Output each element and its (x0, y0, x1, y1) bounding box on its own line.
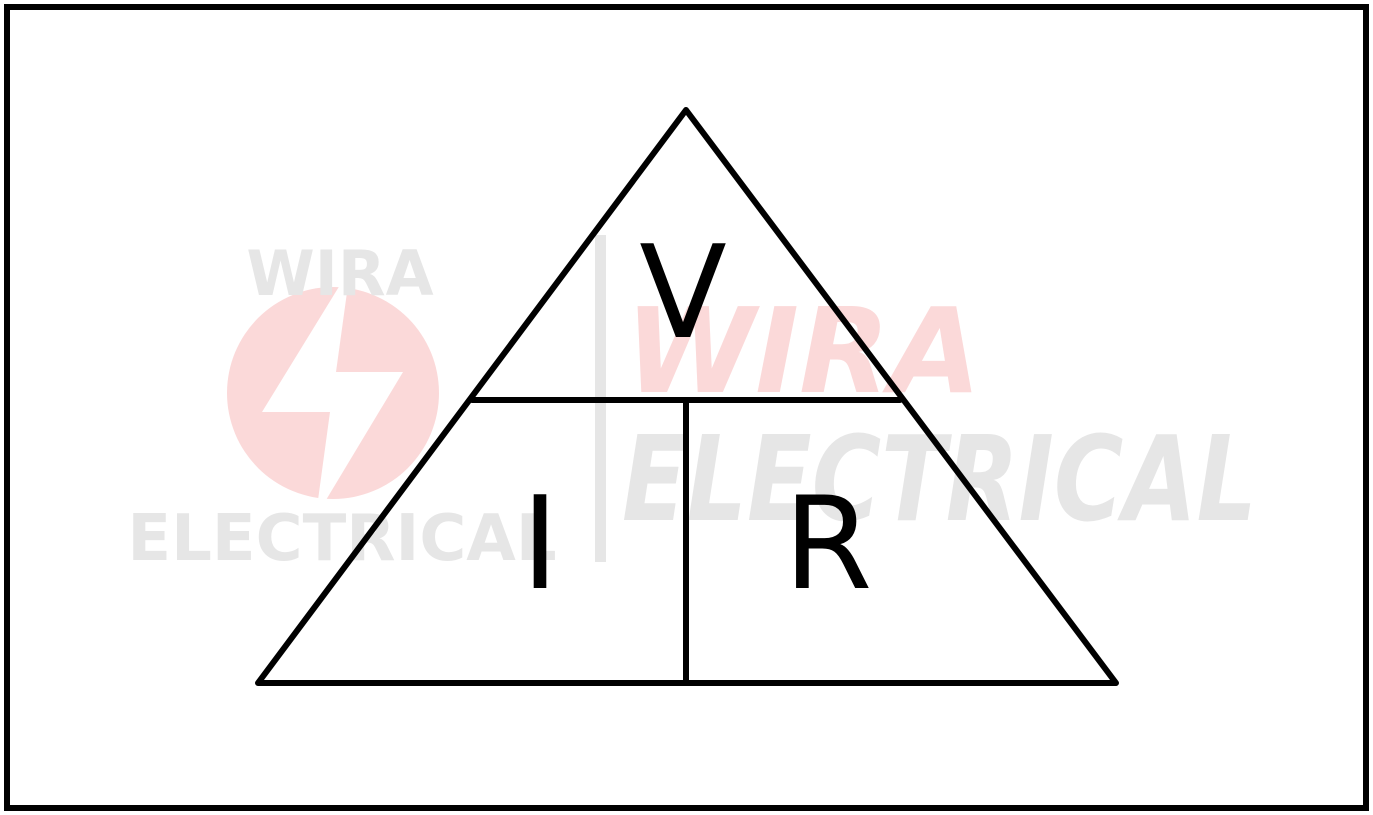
voltage-label: V (639, 219, 727, 368)
watermark-logo-top-text: WIRA (246, 237, 433, 310)
resistance-label: R (784, 470, 873, 619)
lightning-bolt-icon (262, 285, 403, 500)
watermark-logo-bottom-text: ELECTRICAL (127, 502, 556, 576)
watermark-brand-line2: ELECTRICAL (622, 410, 1257, 548)
current-label: I (521, 470, 559, 619)
ohms-law-triangle (255, 107, 1119, 686)
